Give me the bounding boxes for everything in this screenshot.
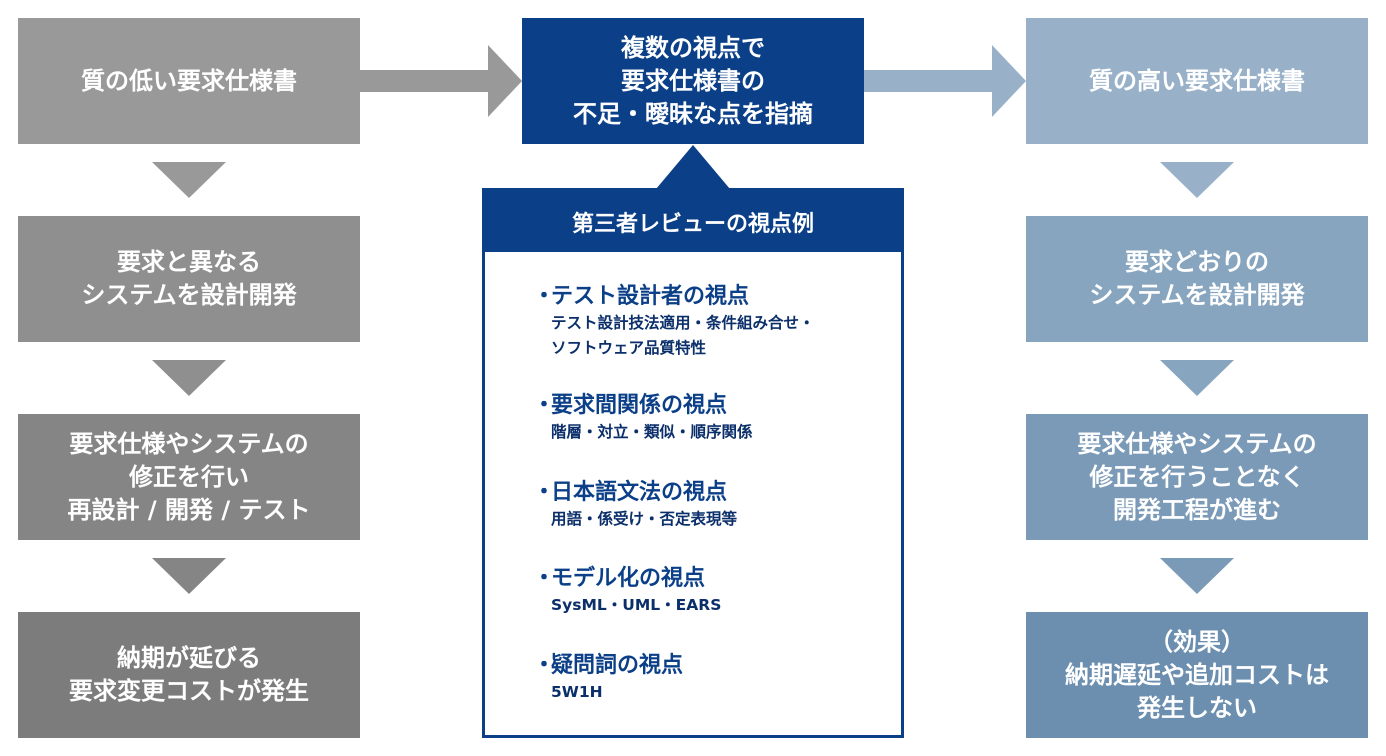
perspective-detail: テスト設計技法適用・条件組み合せ・ ソフトウェア品質特性 (551, 314, 815, 357)
down-arrow-icon (152, 558, 226, 594)
perspective-title: ・日本語文法の視点 (533, 480, 728, 505)
perspective-title: ・モデル化の視点 (533, 566, 706, 591)
perspective-item: ・疑問詞の視点 5W1H (533, 652, 683, 705)
effect-box: （効果） 納期遅延や追加コストは 発生しない (1026, 612, 1368, 738)
perspective-item: ・要求間関係の視点 階層・対立・類似・順序関係 (533, 392, 753, 445)
multi-perspective-review-box: 複数の視点で 要求仕様書の 不足・曖昧な点を指摘 (522, 18, 864, 144)
down-arrow-icon (1160, 558, 1234, 594)
compliant-system-box: 要求どおりの システムを設計開発 (1026, 216, 1368, 342)
right-arrow-icon (360, 45, 522, 117)
smooth-process-box: 要求仕様やシステムの 修正を行うことなく 開発工程が進む (1026, 414, 1368, 540)
perspective-detail: SysML・UML・EARS (551, 596, 722, 614)
different-system-box: 要求と異なる システムを設計開発 (18, 216, 360, 342)
perspective-title: ・テスト設計者の視点 (533, 284, 750, 309)
review-perspectives-panel: 第三者レビューの視点例 ・テスト設計者の視点 テスト設計技法適用・条件組み合せ・… (482, 188, 904, 738)
down-arrow-icon (1160, 162, 1234, 198)
high-quality-spec-box: 質の高い要求仕様書 (1026, 18, 1368, 144)
panel-heading: 第三者レビューの視点例 (485, 191, 901, 252)
panel-pointer (656, 145, 730, 189)
down-arrow-icon (152, 162, 226, 198)
perspective-title: ・要求間関係の視点 (533, 393, 728, 418)
perspective-detail: 用語・係受け・否定表現等 (551, 510, 738, 528)
down-arrow-icon (152, 360, 226, 396)
perspective-title: ・疑問詞の視点 (533, 653, 684, 678)
right-arrow-icon (864, 45, 1026, 117)
low-quality-spec-box: 質の低い要求仕様書 (18, 18, 360, 144)
perspective-detail: 階層・対立・類似・順序関係 (551, 423, 753, 441)
down-arrow-icon (1160, 360, 1234, 396)
perspective-detail: 5W1H (551, 683, 603, 701)
perspective-item: ・テスト設計者の視点 テスト設計技法適用・条件組み合せ・ ソフトウェア品質特性 (533, 283, 815, 361)
redesign-box: 要求仕様やシステムの 修正を行い 再設計 / 開発 / テスト (18, 414, 360, 540)
delay-cost-box: 納期が延びる 要求変更コストが発生 (18, 612, 360, 738)
perspective-item: ・日本語文法の視点 用語・係受け・否定表現等 (533, 479, 737, 532)
perspective-item: ・モデル化の視点 SysML・UML・EARS (533, 565, 721, 618)
